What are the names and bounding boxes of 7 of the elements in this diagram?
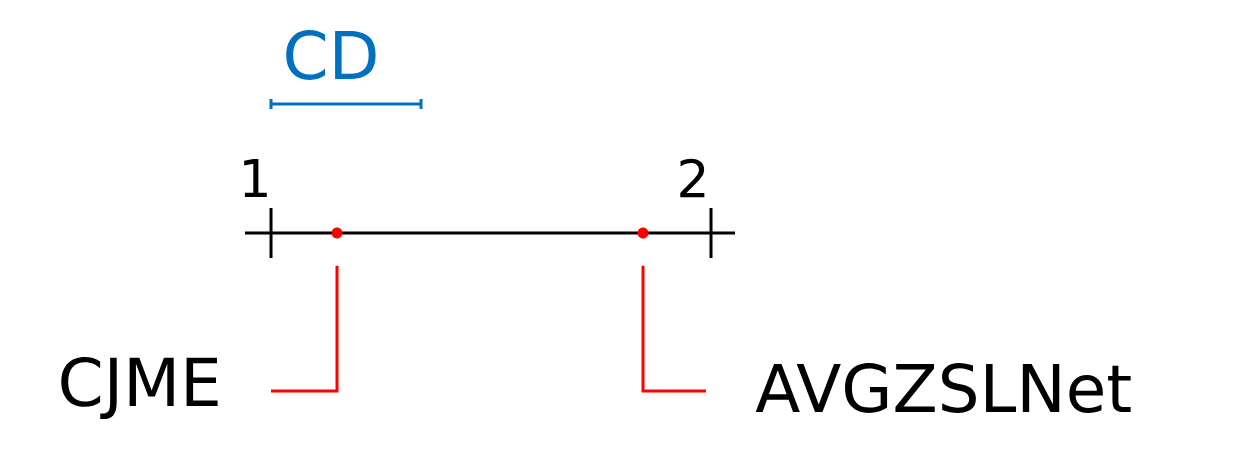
method-label: AVGZSLNet [755,363,1131,413]
leader-line [641,265,706,393]
method-label: CJME [61,356,218,420]
cd-label: CD [286,30,376,80]
leader-line [271,265,339,393]
tick-label: 2 [680,158,705,198]
tick-label: 1 [244,159,267,197]
